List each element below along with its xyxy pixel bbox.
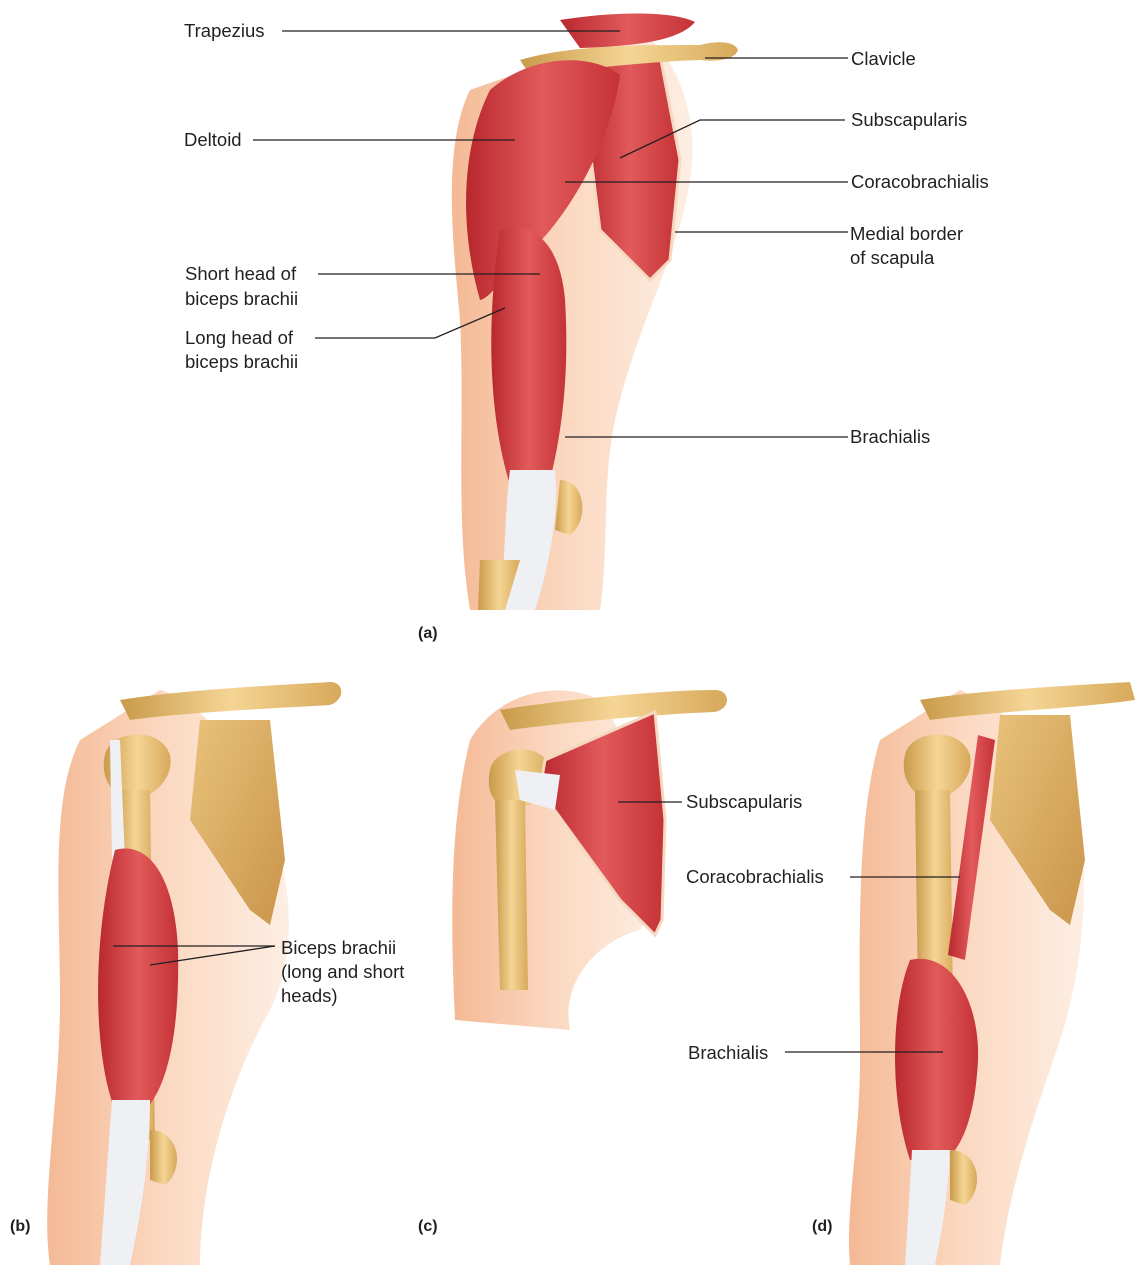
label-trapezius: Trapezius xyxy=(184,18,265,43)
label-biceps-b-1: Biceps brachii xyxy=(281,935,396,960)
panel-c-illustration xyxy=(452,690,727,1030)
label-clavicle: Clavicle xyxy=(851,46,916,71)
label-biceps-b-2: (long and short xyxy=(281,959,404,984)
humerus-c xyxy=(495,800,528,990)
panel-d-illustration xyxy=(849,682,1135,1265)
label-biceps-b-3: heads) xyxy=(281,983,338,1008)
label-coracobrachialis-d: Coracobrachialis xyxy=(686,864,824,889)
label-brachialis-d: Brachialis xyxy=(688,1040,768,1065)
biceps-a xyxy=(491,228,566,485)
label-subscapularis-a: Subscapularis xyxy=(851,107,967,132)
label-deltoid: Deltoid xyxy=(184,127,242,152)
label-long-head-2: biceps brachii xyxy=(185,349,298,374)
label-short-head-2: biceps brachii xyxy=(185,286,298,311)
label-coracobrachialis-a: Coracobrachialis xyxy=(851,169,989,194)
label-brachialis-a: Brachialis xyxy=(850,424,930,449)
label-long-head-1: Long head of xyxy=(185,325,293,350)
panel-label-a: (a) xyxy=(418,625,438,643)
panel-label-d: (d) xyxy=(812,1218,832,1236)
label-short-head-1: Short head of xyxy=(185,261,296,286)
panel-label-b: (b) xyxy=(10,1218,30,1236)
label-subscapularis-c: Subscapularis xyxy=(686,789,802,814)
clavicle-d xyxy=(920,682,1135,720)
label-medial-border-1: Medial border xyxy=(850,221,963,246)
label-medial-border-2: of scapula xyxy=(850,245,934,270)
clavicle-b xyxy=(120,682,341,720)
panel-label-c: (c) xyxy=(418,1218,438,1236)
